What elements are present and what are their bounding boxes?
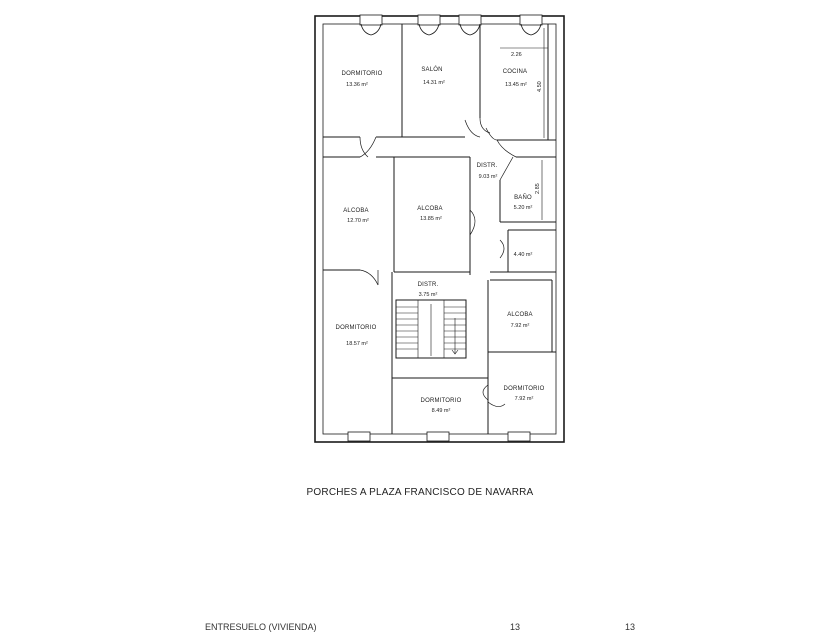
dimension-label: 2.85: [535, 183, 541, 194]
room-area-dormitorio-4: 7.92 m²: [515, 396, 534, 402]
room-name-distr-2: DISTR.: [418, 282, 439, 288]
room-area-aseo: 4.40 m²: [514, 252, 533, 258]
room-area-alcoba-1: 12.70 m²: [347, 218, 369, 224]
room-name-dormitorio-3: DORMITORIO: [421, 398, 462, 404]
room-area-alcoba-3: 7.92 m²: [511, 323, 530, 329]
staircase: [395, 299, 467, 359]
facade-windows: [347, 431, 531, 442]
room-area-bano: 5.20 m²: [514, 205, 533, 211]
room-area-dormitorio-1: 13.36 m²: [346, 82, 368, 88]
dimension-label: 4.50: [537, 81, 543, 92]
plan-caption: PORCHES A PLAZA FRANCISCO DE NAVARRA: [306, 487, 534, 498]
footer-value-1: 13: [510, 622, 521, 632]
room-area-salon: 14.31 m²: [423, 80, 445, 86]
room-name-cocina: COCINA: [503, 69, 528, 75]
room-name-distr-1: DISTR.: [477, 163, 498, 169]
room-area-distr-1: 9.03 m²: [479, 174, 498, 180]
room-area-alcoba-2: 13.85 m²: [420, 216, 442, 222]
room-name-dormitorio-4: DORMITORIO: [504, 386, 545, 392]
room-area-dormitorio-3: 8.49 m²: [432, 408, 451, 414]
room-area-distr-2: 3.75 m²: [419, 292, 438, 298]
room-name-alcoba-2: ALCOBA: [417, 206, 443, 212]
footer-value-2: 13: [625, 622, 636, 632]
room-area-cocina: 13.45 m²: [505, 82, 527, 88]
stair-steps: [396, 300, 466, 358]
room-labels: DORMITORIO 13.36 m² SALÓN 14.31 m² COCIN…: [336, 66, 545, 414]
room-name-alcoba-3: ALCOBA: [507, 312, 533, 318]
room-name-dormitorio-2: DORMITORIO: [336, 325, 377, 331]
room-name-alcoba-1: ALCOBA: [343, 208, 369, 214]
room-name-dormitorio-1: DORMITORIO: [342, 71, 383, 77]
room-name-bano: BAÑO: [514, 194, 532, 201]
dimension-label: 2.26: [511, 52, 522, 58]
footer-table-row: ENTRESUELO (VIVIENDA) 13 13: [205, 622, 685, 632]
footer-label: ENTRESUELO (VIVIENDA): [205, 622, 317, 632]
door-swings: [359, 117, 517, 407]
balcony-doors: [359, 14, 543, 36]
room-area-dormitorio-2: 18.57 m²: [346, 341, 368, 347]
room-name-salon: SALÓN: [421, 66, 442, 73]
